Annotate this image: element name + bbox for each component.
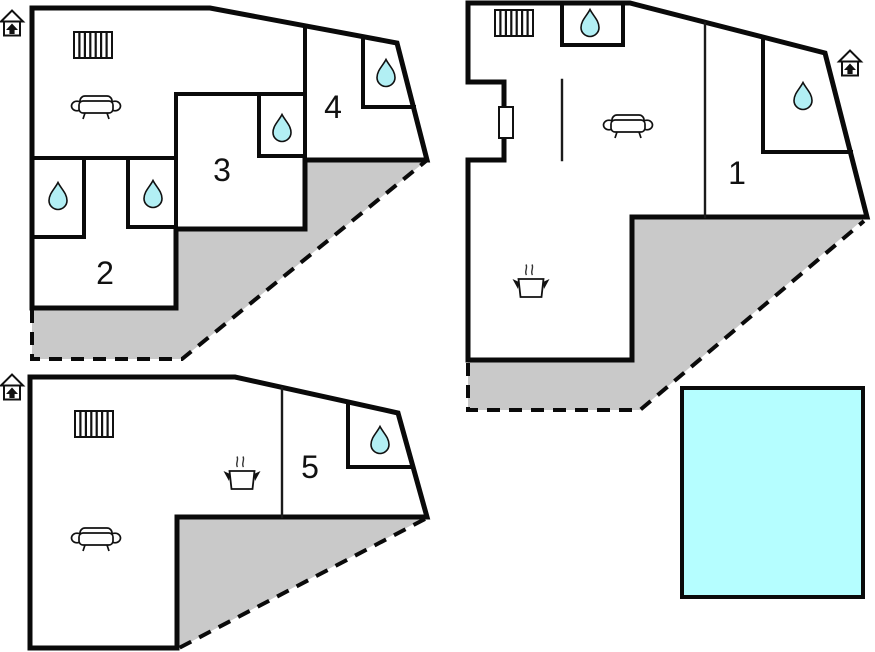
room-2-label: 2 [96,255,114,291]
entrance-arrow-icon [0,373,24,401]
radiator-icon [73,409,115,439]
interior-walls [560,1,853,154]
entrance-door [498,106,514,139]
interior-walls [346,400,415,469]
exterior-walls [465,0,871,363]
floor-plan-upper-left: 2 3 4 [0,5,431,361]
room-5-label: 5 [301,449,319,485]
partition-walls [560,21,707,219]
radiator-icon [493,8,535,38]
entrance-arrow-icon [838,49,862,77]
room-3-label: 3 [213,152,231,188]
floor-plan-lower-left: 5 [0,373,431,651]
room-4-label: 4 [324,89,342,125]
radiator-icon [72,30,114,60]
floor-plan-right: 1 [465,0,871,412]
plot-boundary-dashed [466,219,866,412]
room-1-label: 1 [728,155,746,191]
exterior-walls [27,374,431,651]
plot-boundary-dashed [178,517,426,650]
swimming-pool [680,386,865,599]
interior-walls [30,24,416,239]
plot-boundary-dashed [30,159,428,361]
entrance-arrow-icon [0,9,24,37]
